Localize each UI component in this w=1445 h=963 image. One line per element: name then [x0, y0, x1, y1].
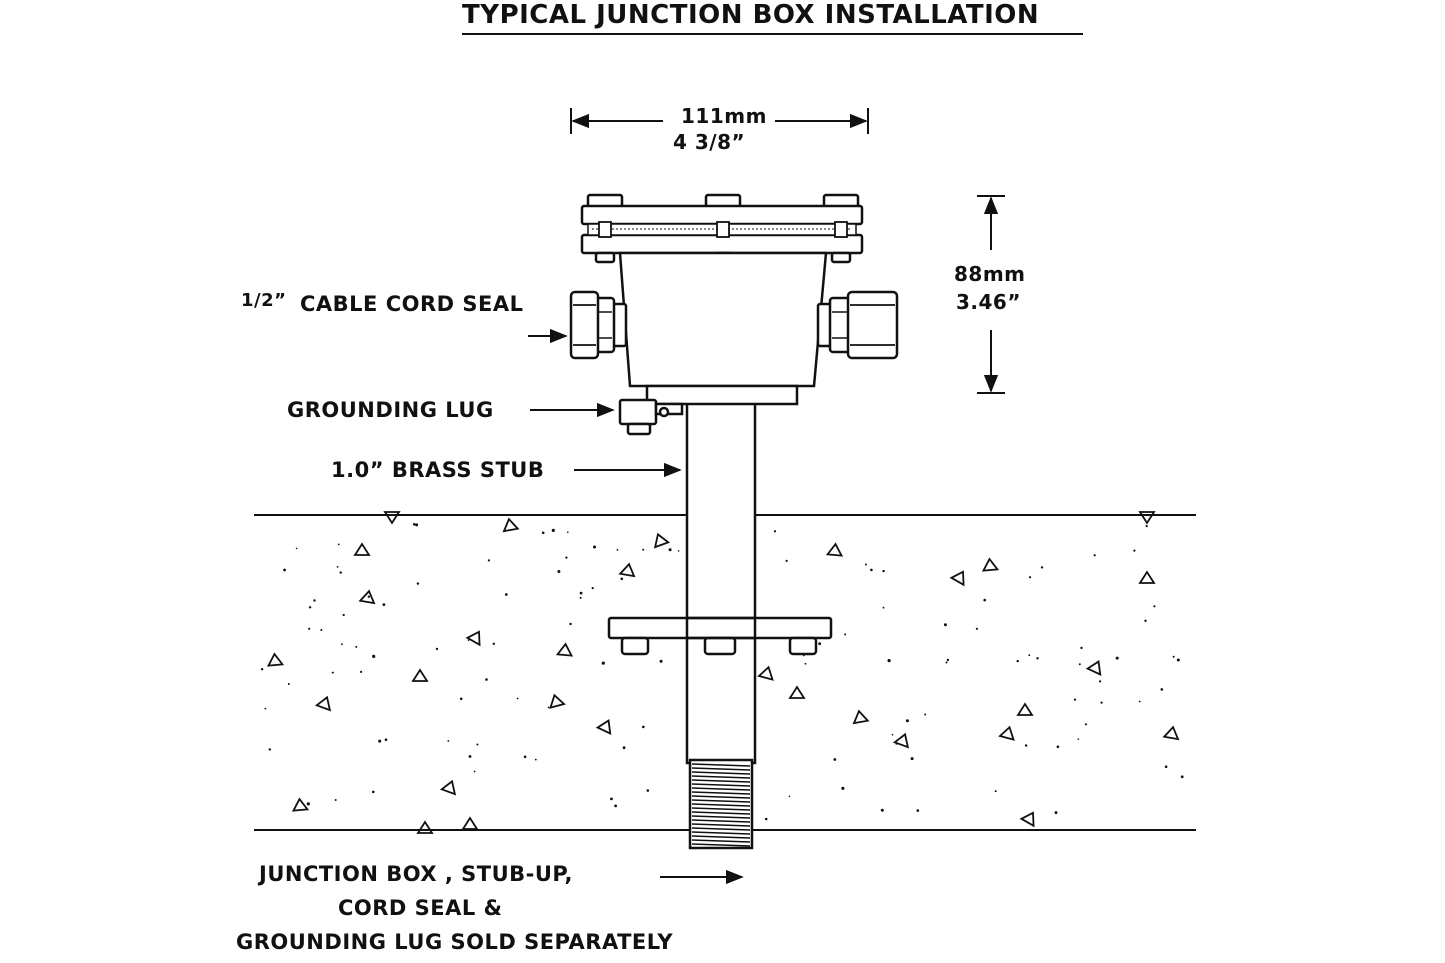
diagram-title: TYPICAL JUNCTION BOX INSTALLATION	[462, 0, 1040, 30]
mounting-flange	[607, 616, 833, 656]
right-cord-seal	[816, 290, 899, 360]
height-dimension	[977, 195, 1005, 394]
concrete-speckles	[260, 523, 1184, 821]
concrete-slab	[254, 511, 1196, 834]
width-dimension	[570, 108, 869, 134]
pipe-threads	[691, 763, 751, 847]
height-mm-label: 88mm	[954, 262, 1026, 286]
cable-seal-size-label: 1/2”	[241, 290, 287, 311]
title-underline	[462, 33, 1083, 35]
brass-stub-label: 1.0” BRASS STUB	[331, 458, 545, 482]
height-inch-label: 3.46”	[956, 290, 1021, 314]
grounding-lug	[618, 398, 684, 436]
width-inch-label: 4 3/8”	[673, 130, 746, 154]
left-cord-seal	[569, 290, 628, 360]
note-line-3: GROUNDING LUG SOLD SEPARATELY	[236, 930, 674, 954]
callout-leaders	[528, 328, 744, 885]
junction-box	[580, 193, 864, 406]
concrete-aggregate	[266, 511, 1180, 834]
note-line-1: JUNCTION BOX , STUB-UP,	[259, 862, 573, 886]
grounding-lug-label: GROUNDING LUG	[287, 398, 494, 422]
cable-seal-label: CABLE CORD SEAL	[300, 292, 524, 316]
note-line-2: CORD SEAL &	[338, 896, 503, 920]
width-mm-label: 111mm	[681, 104, 767, 128]
